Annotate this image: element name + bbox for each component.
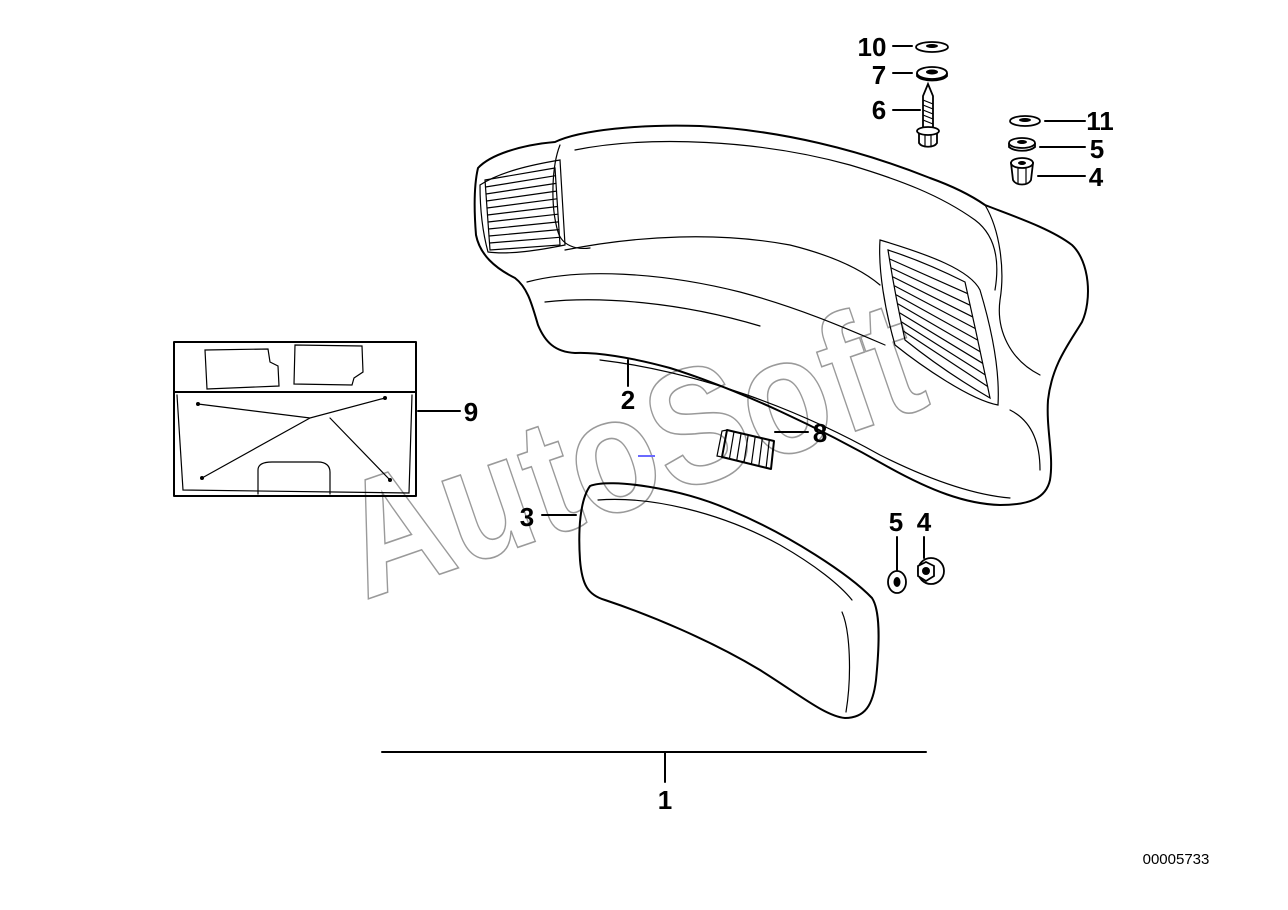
part-2-shroud bbox=[473, 124, 1089, 506]
part-7-washer bbox=[916, 66, 948, 82]
callout-5-lower: 5 bbox=[889, 507, 903, 537]
callout-4-top: 4 bbox=[1089, 162, 1104, 192]
callout-4-lower: 4 bbox=[917, 507, 932, 537]
callout-3: 3 bbox=[520, 502, 534, 532]
part-4-nut-lower bbox=[917, 557, 945, 585]
part-6-screw bbox=[916, 81, 940, 148]
fastener-points bbox=[196, 396, 392, 482]
part-3-pad bbox=[578, 482, 880, 719]
part-5-washer-top bbox=[1008, 137, 1036, 152]
part-4-nut-top bbox=[1009, 157, 1035, 186]
callout-2: 2 bbox=[621, 385, 635, 415]
callout-5-top: 5 bbox=[1090, 134, 1104, 164]
part-5-washer-lower bbox=[887, 570, 907, 594]
callout-8: 8 bbox=[813, 418, 827, 448]
callout-11: 11 bbox=[1086, 106, 1114, 136]
right-vent-grille bbox=[879, 239, 999, 406]
part-9-mat bbox=[173, 341, 417, 497]
callout-1: 1 bbox=[658, 785, 672, 815]
diagram-number: 00005733 bbox=[1143, 851, 1210, 868]
left-vent-grille bbox=[479, 159, 566, 254]
part-8-grille bbox=[716, 429, 775, 470]
part-11-washer bbox=[1009, 115, 1041, 127]
callout-10: 10 bbox=[858, 32, 887, 62]
callout-7: 7 bbox=[872, 60, 886, 90]
leader-lines bbox=[381, 45, 1086, 783]
callout-9: 9 bbox=[464, 397, 478, 427]
part-10-washer bbox=[915, 41, 949, 53]
callout-6: 6 bbox=[872, 95, 886, 125]
